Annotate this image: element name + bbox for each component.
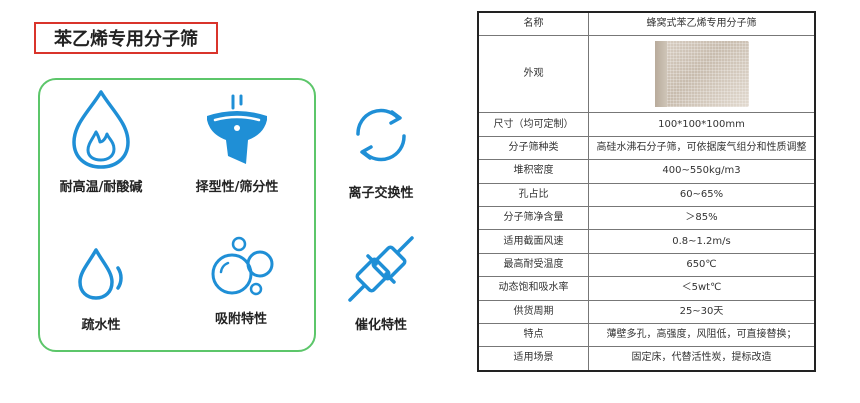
table-row: 动态饱和吸水率 ＜5wt℃ — [477, 276, 816, 301]
feature-label: 择型性/筛分性 — [195, 180, 279, 195]
spec-value-appearance — [588, 35, 816, 114]
spec-key: 适用截面风速 — [477, 229, 589, 254]
table-row: 适用场景 固定床，代替活性炭，提标改造 — [477, 346, 816, 372]
spec-value: 100*100*100mm — [588, 112, 816, 137]
spec-value: 25~30天 — [588, 299, 816, 324]
feature-label: 吸附特性 — [214, 312, 267, 327]
spec-value: 薄壁多孔，高强度，风阻低，可直接替换； — [588, 322, 816, 348]
spec-key: 动态饱和吸水率 — [477, 276, 589, 301]
spec-value: 650℃ — [588, 252, 816, 278]
plug-icon — [348, 236, 414, 302]
table-row: 堆积密度 400~550kg/m3 — [477, 159, 816, 184]
bubbles-icon — [211, 236, 274, 296]
spec-value: 高硅水沸石分子筛，可依据废气组分和性质调整 — [588, 135, 816, 161]
feature-adsorption: 吸附特性 — [176, 234, 306, 327]
feature-label: 耐高温/耐酸碱 — [59, 180, 143, 195]
spec-key: 特点 — [477, 322, 589, 348]
water-drop-icon — [78, 248, 123, 300]
spec-value: 60~65% — [588, 182, 816, 207]
spec-key: 名称 — [477, 11, 589, 37]
product-photo — [654, 41, 749, 108]
flame-drop-icon — [72, 90, 130, 169]
table-row: 适用截面风速 0.8~1.2m/s — [477, 229, 816, 254]
spec-key: 分子筛净含量 — [477, 205, 589, 231]
table-row: 外观 — [477, 35, 816, 114]
spec-key: 孔占比 — [477, 182, 589, 207]
feature-heat-acid-resistance: 耐高温/耐酸碱 — [36, 88, 166, 195]
feature-ion-exchange: 离子交换性 — [316, 100, 446, 201]
spec-table: 名称 蜂窝式苯乙烯专用分子筛 外观 尺寸（均可定制） 100*100*100mm… — [477, 11, 816, 372]
spec-key: 尺寸（均可定制） — [477, 112, 589, 137]
spec-value: 0.8~1.2m/s — [588, 229, 816, 254]
table-row: 尺寸（均可定制） 100*100*100mm — [477, 112, 816, 137]
feature-shape-selectivity: 择型性/筛分性 — [172, 94, 302, 195]
spec-value: 固定床，代替活性炭，提标改造 — [588, 346, 816, 372]
spec-value: ＞85% — [588, 205, 816, 231]
exchange-cycle-icon — [356, 108, 406, 162]
spec-key: 分子筛种类 — [477, 135, 589, 161]
feature-hydrophobic: 疏水性 — [36, 244, 166, 333]
spec-key: 供货周期 — [477, 299, 589, 324]
feature-catalysis: 催化特性 — [316, 234, 446, 333]
table-row: 名称 蜂窝式苯乙烯专用分子筛 — [477, 11, 816, 37]
table-row: 孔占比 60~65% — [477, 182, 816, 207]
spec-value: ＜5wt℃ — [588, 276, 816, 301]
funnel-icon — [207, 94, 267, 164]
spec-key: 堆积密度 — [477, 159, 589, 184]
spec-value: 400~550kg/m3 — [588, 159, 816, 184]
spec-key: 最高耐受温度 — [477, 252, 589, 278]
table-row: 分子筛净含量 ＞85% — [477, 205, 816, 231]
page-title: 苯乙烯专用分子筛 — [34, 22, 218, 54]
feature-label: 离子交换性 — [348, 186, 414, 201]
table-row: 最高耐受温度 650℃ — [477, 252, 816, 278]
feature-frame — [38, 78, 316, 352]
feature-label: 催化特性 — [354, 318, 407, 333]
spec-key: 外观 — [477, 35, 589, 114]
spec-value: 蜂窝式苯乙烯专用分子筛 — [588, 11, 816, 37]
spec-key: 适用场景 — [477, 346, 589, 372]
table-row: 分子筛种类 高硅水沸石分子筛，可依据废气组分和性质调整 — [477, 135, 816, 161]
feature-label: 疏水性 — [81, 318, 121, 333]
table-row: 特点 薄壁多孔，高强度，风阻低，可直接替换； — [477, 322, 816, 348]
table-row: 供货周期 25~30天 — [477, 299, 816, 324]
